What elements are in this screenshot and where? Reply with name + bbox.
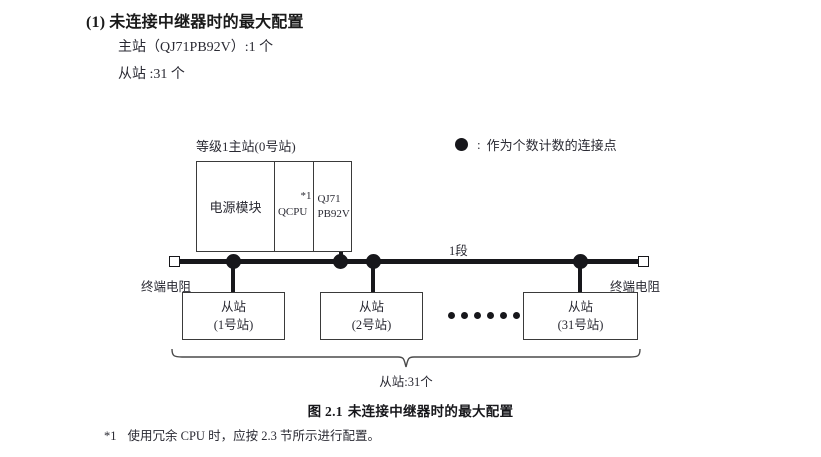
footnote-text: 使用冗余 CPU 时，应按 2.3 节所示进行配置。 [127, 429, 380, 443]
slave-1-station: (1号站) [213, 318, 254, 332]
segment-label: 1段 [449, 244, 468, 258]
spec-slave-count: 从站 :31 个 [118, 67, 185, 82]
qcpu-footnote-mark: *1 [300, 190, 312, 202]
legend: : 作为个数计数的连接点 [455, 135, 617, 154]
ellipsis-dot [487, 312, 494, 319]
slave-station-box-2: 从站 (2号站) [320, 292, 423, 340]
legend-label: 作为个数计数的连接点 [486, 138, 617, 153]
figure-number: 图 2.1 [307, 404, 343, 419]
section-title: 未连接中继器时的最大配置 [109, 14, 304, 31]
ellipsis-dots [448, 312, 520, 319]
slave-2-name: 从站 [358, 299, 384, 314]
slave-station-box-1: 从站 (1号站) [182, 292, 285, 340]
ellipsis-dot [513, 312, 520, 319]
qcpu-cell: QCPU *1 [275, 162, 315, 251]
slave1-drop-line [231, 262, 235, 293]
footnote-mark: *1 [104, 429, 117, 443]
section-number: (1) [86, 14, 106, 31]
power-module-cell: 电源模块 [197, 162, 275, 251]
qj71pb92v-cell: QJ71 PB92V [314, 162, 351, 251]
qcpu-label: QCPU [277, 206, 308, 218]
terminator-right-label: 终端电阻 [610, 280, 661, 294]
terminator-left-label: 终端电阻 [141, 280, 192, 294]
connection-dot-slave2 [366, 254, 381, 269]
ellipsis-dot [448, 312, 455, 319]
bus-line [178, 259, 640, 264]
slave-station-box-31: 从站 (31号站) [523, 292, 638, 340]
connection-dot-slave31 [573, 254, 588, 269]
slave-31-station: (31号站) [557, 318, 604, 332]
legend-colon: : [477, 136, 481, 152]
slave-1-name: 从站 [220, 299, 246, 314]
ellipsis-dot [474, 312, 481, 319]
spec-master-count: 主站（QJ71PB92V）:1 个 [118, 40, 274, 55]
master-station-box: 电源模块 QCPU *1 QJ71 PB92V [196, 161, 352, 252]
terminator-left-icon [169, 256, 180, 267]
terminator-right-icon [638, 256, 649, 267]
slave-2-station: (2号站) [351, 318, 392, 332]
ellipsis-dot [461, 312, 468, 319]
qj71pb92v-line1: QJ71 [317, 192, 341, 205]
slave-31-name: 从站 [567, 299, 593, 314]
footnote: *1 使用冗余 CPU 时，应按 2.3 节所示进行配置。 [104, 425, 380, 444]
connection-dot-slave1 [226, 254, 241, 269]
section-heading: (1)未连接中继器时的最大配置 [86, 8, 304, 32]
slave-count-label: 从站:31个 [379, 375, 433, 389]
master-station-caption: 等级1主站(0号站) [196, 139, 296, 154]
connection-point-dot-icon [455, 138, 468, 151]
slave2-drop-line [371, 262, 375, 293]
slave31-drop-line [578, 262, 582, 293]
slave-count-brace [170, 348, 642, 370]
connection-dot-master [333, 254, 348, 269]
ellipsis-dot [500, 312, 507, 319]
figure-caption-text: 未连接中继器时的最大配置 [347, 404, 514, 419]
qj71pb92v-line2: PB92V [317, 207, 350, 220]
figure-caption: 图 2.1 未连接中继器时的最大配置 [0, 400, 821, 420]
